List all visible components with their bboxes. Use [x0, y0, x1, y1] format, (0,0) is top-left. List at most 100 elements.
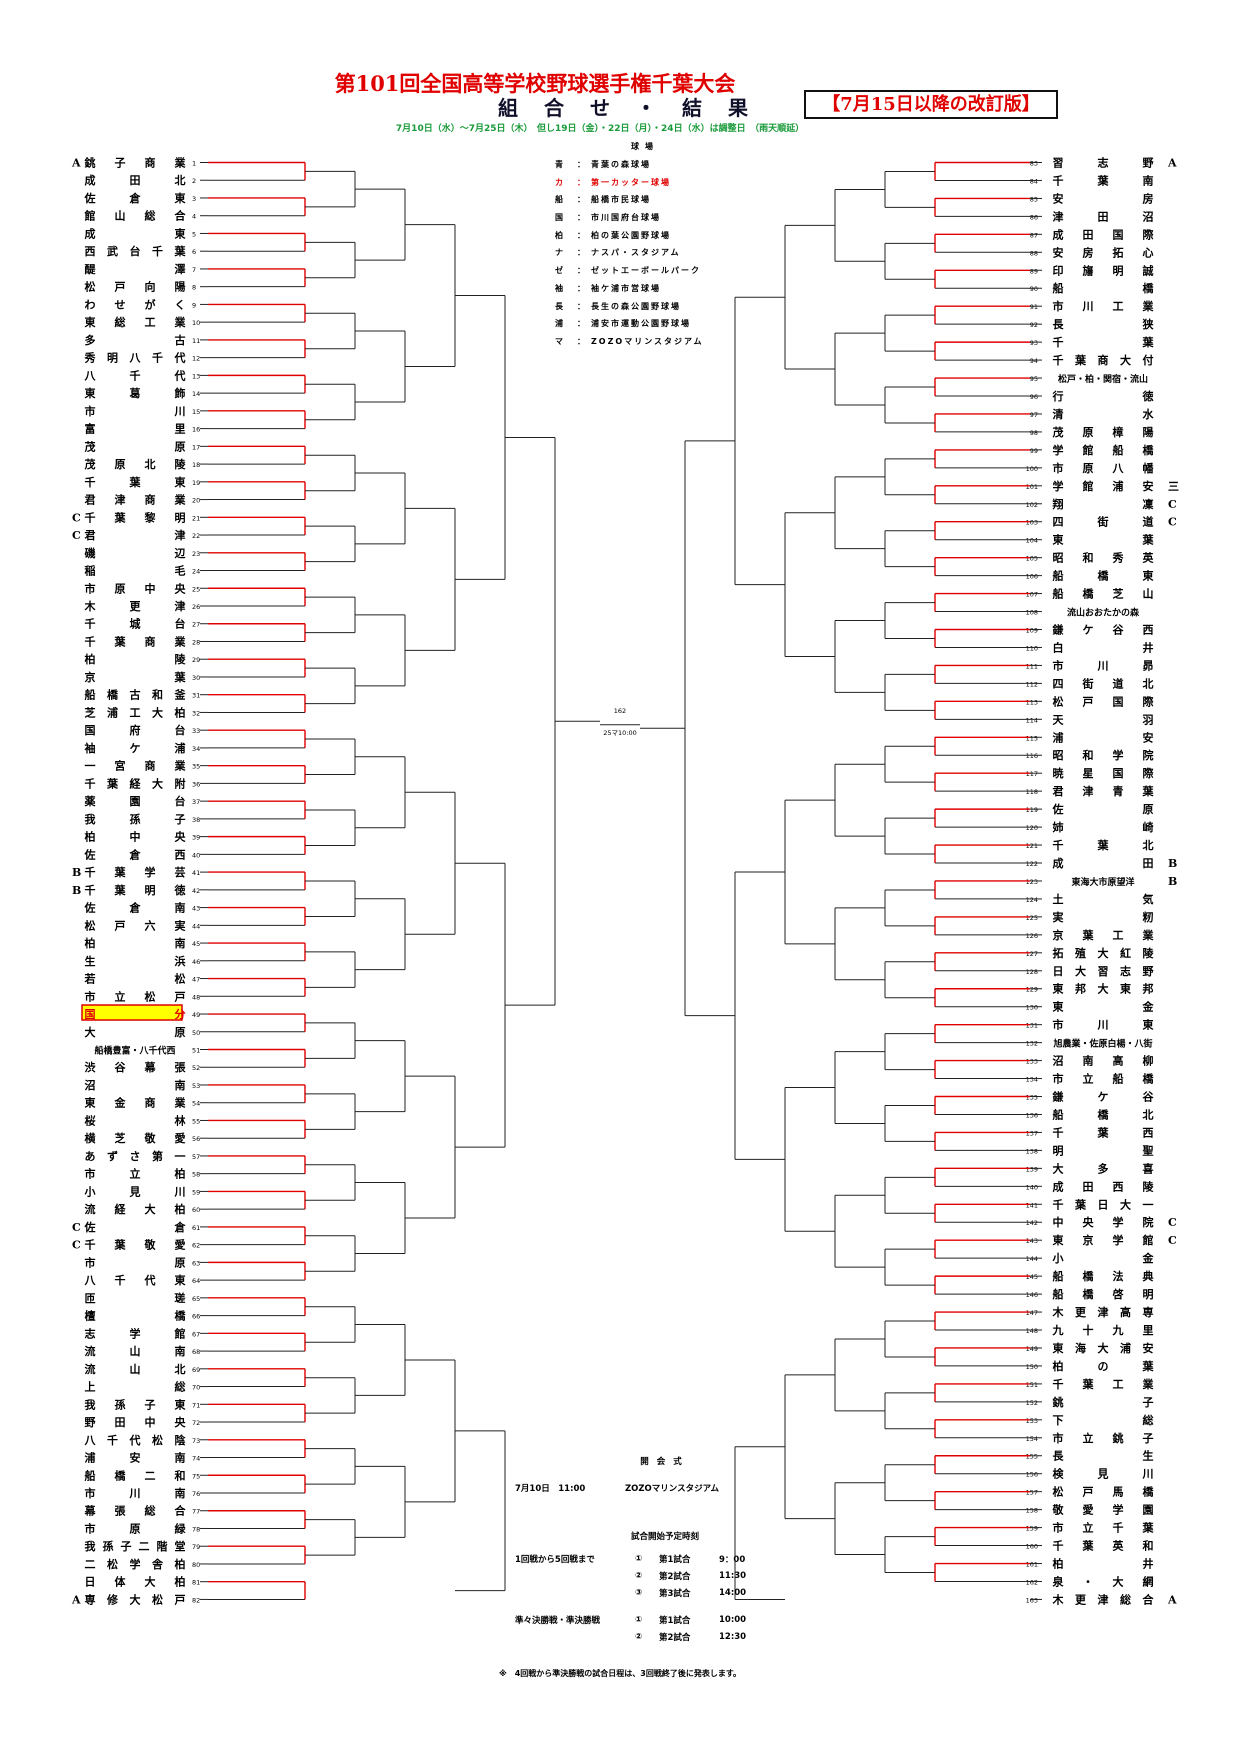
schedule-mark: ③ [635, 1587, 643, 1598]
team-name-char: 里 [175, 423, 186, 436]
schedule-mark: ① [635, 1553, 643, 1564]
seed-mark: A [71, 157, 81, 170]
team-name-char: 戸 [175, 1593, 186, 1606]
team-name-char: 敬 [144, 1238, 157, 1252]
team-name-char: 明 [1053, 1144, 1064, 1157]
team-name-char: 業 [174, 156, 187, 170]
team-name-char: 台 [175, 794, 186, 808]
team-name-char: 孫 [103, 1539, 114, 1553]
team-name-char: 陽 [175, 280, 186, 294]
team-name-char: 市 [85, 581, 96, 595]
team-number: 127 [1026, 950, 1038, 958]
team-name-char: 央 [175, 830, 187, 844]
schedule-mark: ② [635, 1570, 643, 1581]
seed-mark: C [1168, 1234, 1177, 1247]
team-name-char: 業 [174, 315, 187, 329]
team-name-char: 船 [1053, 1287, 1064, 1301]
team-name-char: 山 [115, 209, 126, 223]
team-number: 97 [1030, 411, 1038, 419]
team-number: 85 [1030, 195, 1038, 203]
team-name-char: 木 [1052, 1592, 1065, 1606]
team-number: 56 [192, 1135, 200, 1143]
team-name-char: 館 [1082, 443, 1094, 457]
team-number: 90 [1030, 285, 1038, 293]
team-name-char: 上 [85, 1380, 96, 1394]
team-number: 161 [1026, 1561, 1038, 1569]
team-name-char: 長 [1053, 1450, 1065, 1463]
team-number: 14 [192, 390, 200, 398]
venue-name: 青葉の森球場 [591, 160, 651, 169]
team-name-char: 明 [1113, 264, 1124, 277]
team-name-char: 大 [1098, 1341, 1109, 1355]
venue-name: 柏の葉公園野球場 [591, 230, 671, 240]
team-name-char: 原 [130, 1522, 141, 1535]
team-name-char: 典 [1143, 1269, 1154, 1283]
team-number: 64 [192, 1277, 200, 1285]
team-name-char: 東 [1053, 1341, 1065, 1355]
team-name-char: 木 [1052, 1305, 1065, 1319]
seed-mark: C [72, 1239, 81, 1252]
team-number: 118 [1026, 788, 1038, 796]
team-name-char: 学 [1053, 479, 1064, 493]
team-name-char: 合 [175, 209, 187, 223]
team-name-char: 安 [1143, 730, 1154, 744]
team-name-char: 旛 [1083, 263, 1094, 277]
team-number: 42 [192, 887, 200, 895]
team-name-char: 八 [84, 1274, 97, 1287]
team-name-char: 葉 [114, 634, 127, 648]
team-name-char: 芸 [175, 865, 186, 879]
team-number: 10 [192, 319, 200, 327]
team-name-char: 葉 [1082, 1377, 1095, 1391]
team-name-char: 二 [145, 1469, 156, 1482]
team-name-char: 経 [130, 776, 142, 790]
team-name-char: 青 [1113, 784, 1124, 798]
team-number: 13 [192, 372, 200, 380]
team-number: 25 [192, 585, 200, 593]
team-name-char: 瑳 [175, 1291, 186, 1305]
schedule-game: 第2試合 [659, 1571, 691, 1582]
team-name-char: 芝 [115, 1131, 126, 1145]
team-name-char: 葉 [1142, 335, 1155, 349]
team-name-char: 長 [1053, 318, 1065, 331]
team-name-char: 千 [1053, 1539, 1064, 1553]
team-name-char: 流 [85, 1362, 96, 1376]
venue-key: 長 [555, 301, 563, 311]
team-name-char: 柏 [175, 705, 186, 719]
team-name-char: 津 [1053, 209, 1064, 223]
team-name-char: 市 [85, 404, 96, 418]
team-name-char: 央 [175, 581, 187, 595]
team-number: 54 [192, 1100, 200, 1108]
team-number: 159 [1026, 1525, 1038, 1533]
team-name-char: 際 [1143, 694, 1155, 708]
team-name-char: 陵 [1143, 1179, 1155, 1193]
team-name-char: 津 [175, 599, 186, 613]
team-name-char: 水 [1143, 407, 1155, 421]
team-name-char: 張 [175, 1061, 187, 1074]
team-number: 135 [1026, 1094, 1038, 1102]
team-name-char: 大 [1053, 1161, 1064, 1175]
team-name-char: 柏 [175, 1167, 186, 1181]
team-name-char: 田 [130, 174, 141, 187]
team-name-char: 中 [145, 1415, 156, 1429]
team-name-char: 磯 [85, 546, 96, 560]
team-number: 24 [192, 568, 200, 576]
team-name-char: 橋 [1143, 281, 1155, 295]
team-number: 136 [1026, 1111, 1038, 1119]
team-name-char: 松 [152, 1433, 163, 1447]
team-name-char: 千 [85, 883, 96, 897]
team-number: 21 [192, 514, 200, 522]
team-number: 74 [192, 1455, 200, 1463]
team-number: 68 [192, 1348, 200, 1356]
team-name-char: 総 [145, 1504, 156, 1518]
team-number: 44 [192, 922, 200, 930]
team-name-char: 秀 [1112, 551, 1124, 565]
team-name-char: 暁 [1053, 766, 1064, 780]
team-number: 145 [1026, 1273, 1038, 1281]
venue-item: ナ：ナスパ・スタジアム [555, 247, 775, 265]
team-name-char: 向 [145, 280, 156, 294]
team-name-char: 市 [85, 1521, 96, 1535]
team-name-char: 徳 [174, 883, 186, 897]
team-name-char: 陵 [175, 457, 187, 471]
page-title: 第101回全国高等学校野球選手権千葉大会 [334, 71, 736, 96]
team-name-char: 凜 [1143, 497, 1154, 511]
